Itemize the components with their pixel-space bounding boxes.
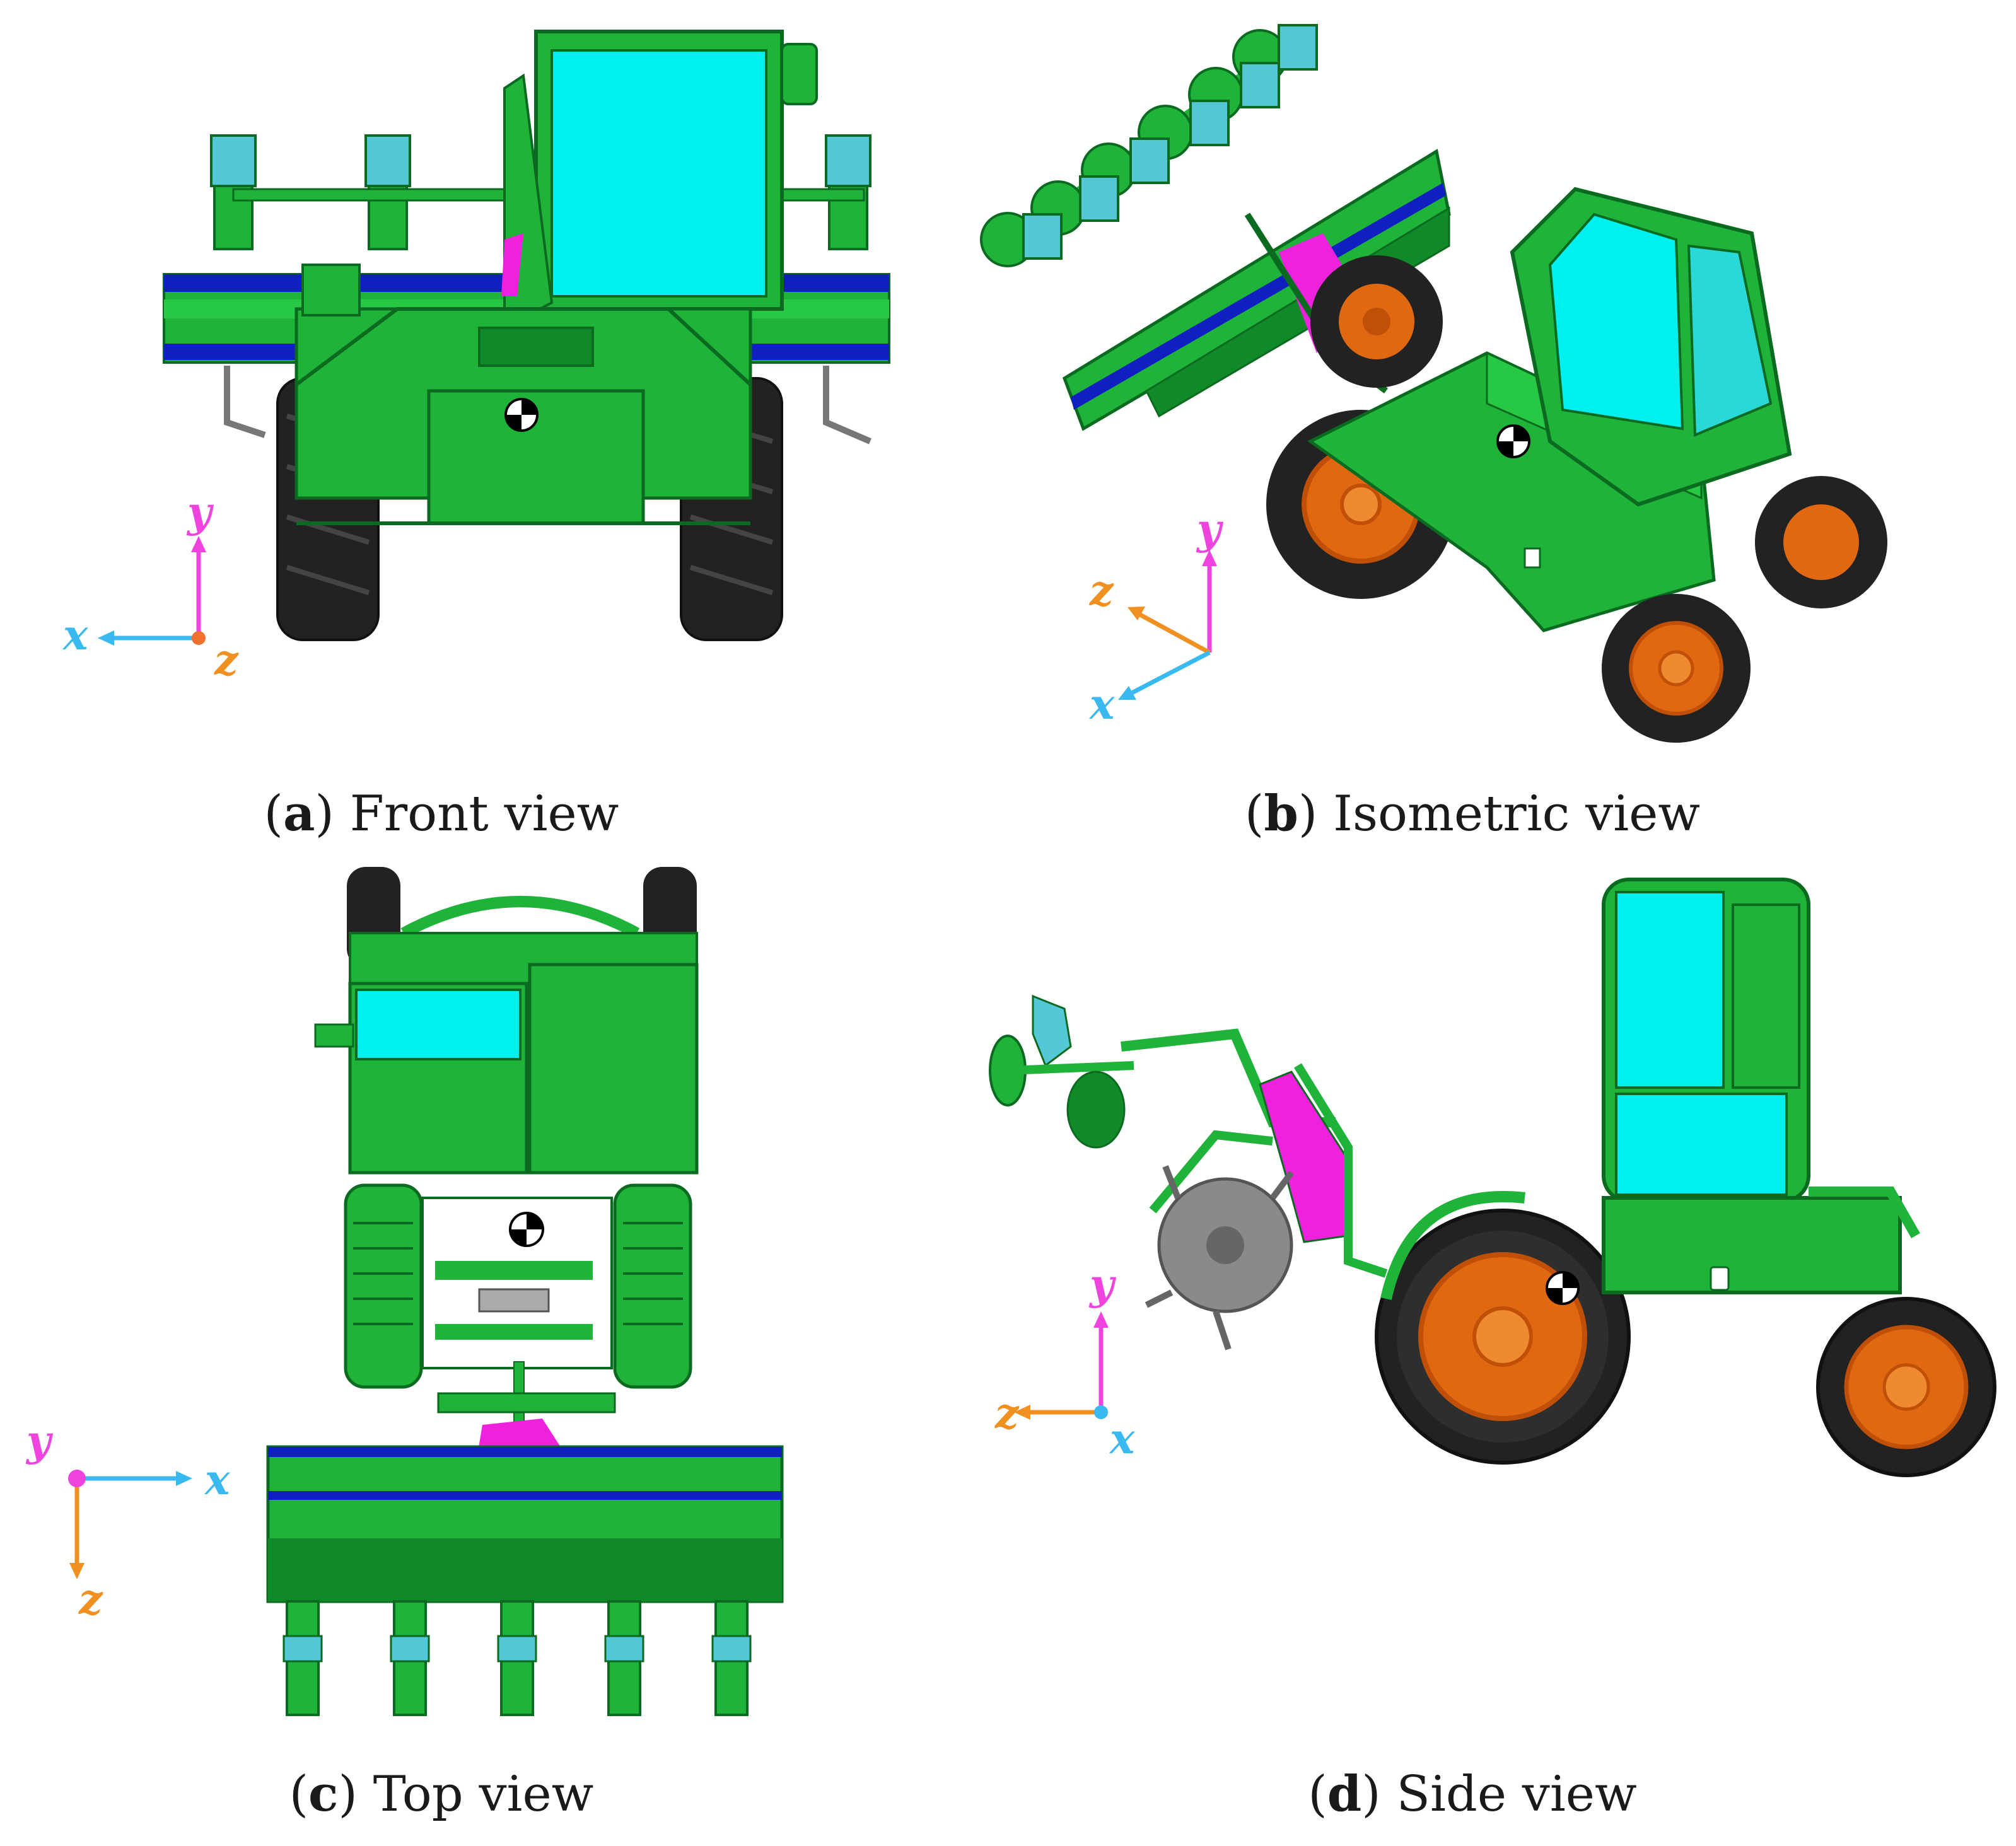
front-view-drawing: y x z (62, 30, 890, 685)
caption-text: Front view (349, 786, 619, 842)
center-of-mass-marker (509, 1212, 544, 1247)
caption-b: (b) Isometric view (1244, 785, 1701, 842)
center-of-mass-marker (504, 398, 539, 432)
axes-side: y z x (994, 1260, 1135, 1463)
top-tiller (266, 1445, 784, 1603)
axis-label-y: y (25, 1416, 54, 1465)
axis-label-y: y (1088, 1260, 1117, 1309)
caption-text: Top view (373, 1766, 594, 1823)
axis-label-x: x (1109, 1414, 1135, 1463)
panel-isometric-view: y z x (980, 0, 2016, 857)
side-body (1602, 878, 1920, 1294)
side-seeder (989, 994, 1134, 1149)
caption-letter: a (283, 785, 315, 842)
panel-top-view: y x z (0, 857, 1008, 1846)
axis-label-x: x (204, 1455, 230, 1504)
axis-label-y: y (186, 487, 214, 537)
caption-d: (d) Side view (1308, 1765, 1637, 1823)
top-view-drawing: y x z (25, 867, 784, 1716)
caption-a: (a) Front view (264, 785, 619, 842)
iso-seeder-row (980, 24, 1318, 267)
side-linkage (1121, 1028, 1388, 1278)
top-body (314, 932, 699, 1175)
caption-text: Isometric view (1333, 786, 1701, 842)
axis-label-x: x (62, 610, 88, 659)
center-of-mass-marker (1496, 424, 1530, 458)
axis-label-z: z (1089, 566, 1114, 615)
axis-label-z: z (214, 636, 239, 685)
axes-front: y x z (62, 487, 239, 685)
axes-isometric: y z x (1088, 504, 1224, 729)
iso-cab (1510, 187, 1792, 507)
center-of-mass-marker (1546, 1271, 1580, 1305)
axes-top: y x z (25, 1416, 230, 1624)
top-front-wheels (344, 1183, 692, 1389)
side-rear-wheel (1375, 1191, 1631, 1465)
axis-label-z: z (994, 1389, 1020, 1438)
side-front-wheel (1816, 1297, 1996, 1477)
isometric-view-drawing: y z x (980, 24, 1887, 743)
side-view-drawing: y z x (989, 878, 1996, 1477)
caption-c: (c) Top view (289, 1765, 594, 1823)
top-seeders (283, 1600, 752, 1716)
caption-letter: d (1327, 1765, 1362, 1823)
axis-label-x: x (1088, 680, 1115, 729)
side-tiller-rotor (1145, 1165, 1294, 1350)
axis-label-z: z (78, 1575, 103, 1624)
caption-text: Side view (1396, 1766, 1637, 1823)
panel-side-view: y z x (989, 857, 2016, 1846)
cab (501, 30, 818, 330)
axis-label-y: y (1196, 504, 1224, 554)
iso-front-wheels (1602, 476, 1887, 743)
panel-front-view: y x z (0, 0, 1008, 857)
caption-letter: b (1264, 785, 1298, 842)
caption-letter: c (308, 1765, 339, 1823)
